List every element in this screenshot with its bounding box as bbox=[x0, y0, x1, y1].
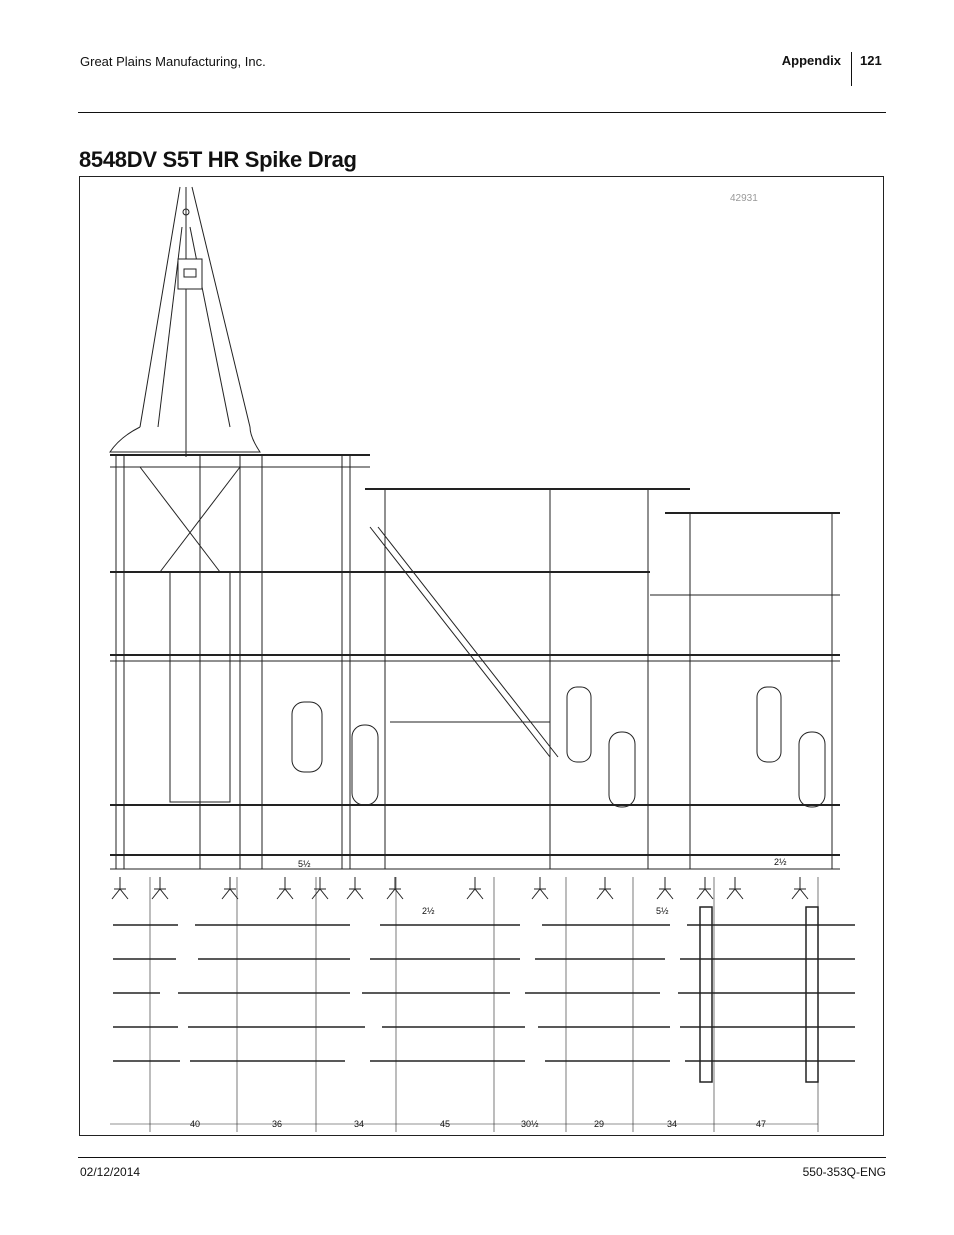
offset-label: 2½ bbox=[422, 906, 435, 916]
document-number: 550-353Q-ENG bbox=[802, 1165, 886, 1179]
offset-label: 5½ bbox=[298, 859, 311, 869]
spike-drag-bars bbox=[113, 906, 855, 1083]
dimension-label: 34 bbox=[667, 1119, 677, 1129]
offset-labels: 5½ 2½ 5½ 2½ bbox=[298, 857, 787, 916]
frame-rails bbox=[110, 454, 840, 870]
gauge-wheels bbox=[291, 686, 826, 808]
technical-drawing: 42931 bbox=[79, 176, 884, 1136]
header-rule bbox=[78, 112, 886, 113]
page-number: 121 bbox=[860, 53, 882, 68]
company-name: Great Plains Manufacturing, Inc. bbox=[80, 54, 266, 69]
page-header: Great Plains Manufacturing, Inc. Appendi… bbox=[0, 0, 954, 115]
hitch-tongue bbox=[109, 186, 261, 457]
spacing-dimensions: 40 36 34 45 30½ 29 34 47 bbox=[190, 1119, 766, 1129]
dimension-label: 34 bbox=[354, 1119, 364, 1129]
section-label: Appendix bbox=[781, 53, 841, 68]
footer-rule bbox=[78, 1157, 886, 1158]
footer-date: 02/12/2014 bbox=[80, 1165, 141, 1179]
spring-tines bbox=[111, 877, 809, 900]
dimension-label: 29 bbox=[594, 1119, 604, 1129]
offset-label: 5½ bbox=[656, 906, 669, 916]
dimension-label: 40 bbox=[190, 1119, 200, 1129]
dimension-label: 47 bbox=[756, 1119, 766, 1129]
spike-drag-schematic: 5½ 2½ 5½ 2½ 40 36 34 45 30½ 29 34 47 bbox=[109, 186, 855, 1132]
frame-uprights bbox=[115, 455, 833, 869]
dimension-leaders bbox=[110, 877, 819, 1132]
dimension-label: 30½ bbox=[521, 1119, 539, 1129]
figure-id: 42931 bbox=[730, 193, 758, 204]
cross-bracing bbox=[139, 466, 241, 803]
page-title: 8548DV S5T HR Spike Drag bbox=[79, 147, 357, 172]
offset-label: 2½ bbox=[774, 857, 787, 867]
dimension-label: 36 bbox=[272, 1119, 282, 1129]
header-divider bbox=[851, 52, 852, 86]
dimension-label: 45 bbox=[440, 1119, 450, 1129]
